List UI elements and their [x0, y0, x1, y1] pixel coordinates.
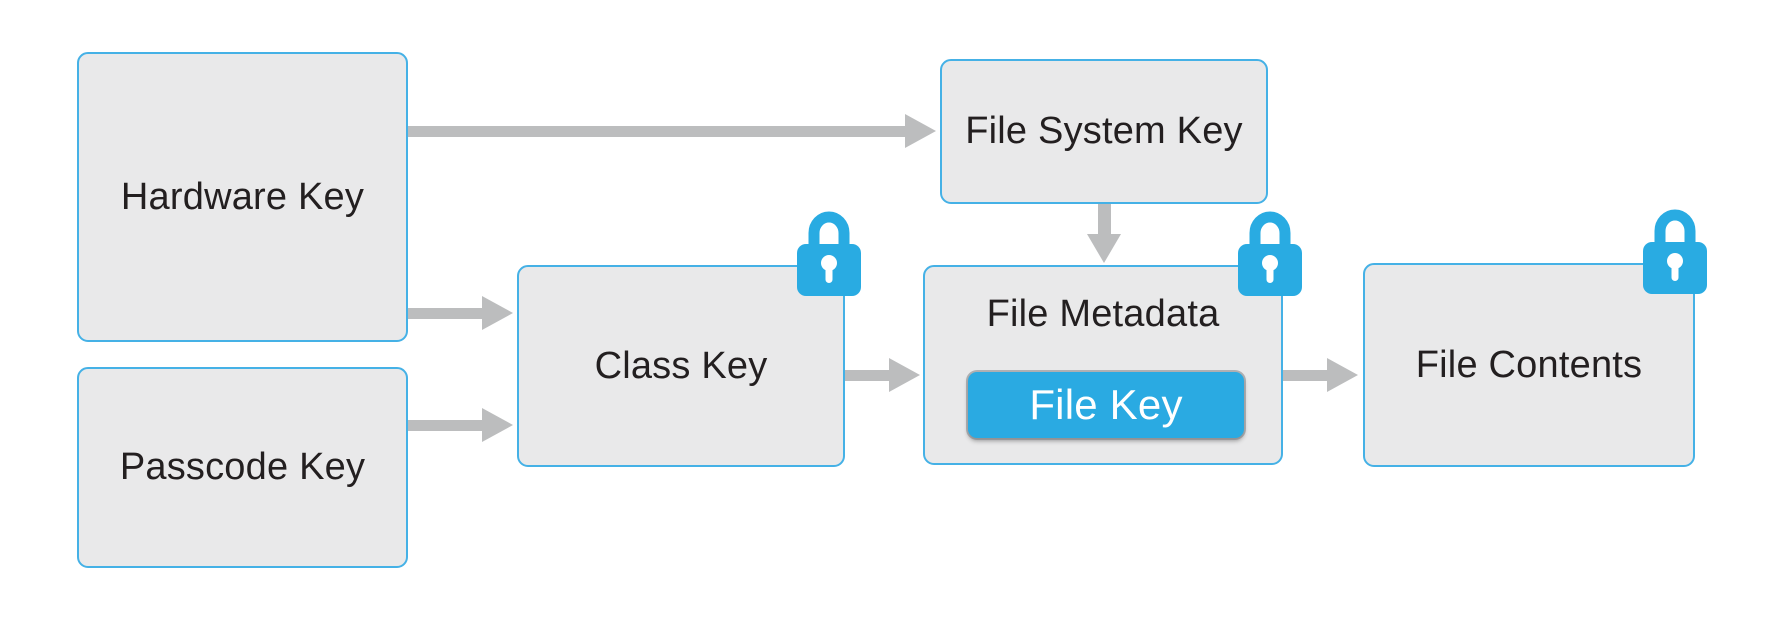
node-file-contents: File Contents	[1363, 263, 1695, 467]
lock-keyhole-stem	[1266, 266, 1274, 283]
lock-keyhole	[821, 255, 837, 271]
node-label: File Metadata	[986, 293, 1220, 335]
node-label: Class Key	[594, 344, 768, 387]
arrow-shaft	[408, 307, 482, 319]
arrow-class-key-to-file-metadata	[845, 358, 920, 392]
arrow-passcode-to-class-key	[408, 408, 513, 442]
arrow-head	[889, 358, 920, 392]
node-label: File Contents	[1415, 343, 1643, 386]
arrow-shaft	[845, 369, 889, 381]
arrow-shaft	[408, 125, 905, 137]
lock-shackle	[1654, 209, 1696, 248]
lock-keyhole-stem	[1671, 264, 1679, 281]
arrow-shaft	[1097, 204, 1111, 234]
arrow-head	[905, 114, 936, 148]
node-file-system-key: File System Key	[940, 59, 1268, 204]
arrow-hardware-to-file-system-key	[408, 114, 936, 148]
arrow-file-metadata-to-file-contents	[1283, 358, 1358, 392]
arrow-head	[1327, 358, 1358, 392]
node-file-metadata: File Metadata File Key	[923, 265, 1283, 465]
node-label: Hardware Key	[120, 175, 365, 218]
file-key-badge: File Key	[968, 372, 1244, 438]
arrow-shaft	[1283, 369, 1327, 381]
lock-icon-file-contents	[1643, 209, 1707, 294]
lock-keyhole-stem	[825, 266, 833, 283]
node-label: Passcode Key	[119, 446, 366, 488]
node-hardware-key: Hardware Key	[77, 52, 408, 342]
arrow-head	[1087, 234, 1121, 263]
node-class-key: Class Key	[517, 265, 845, 467]
lock-icon-file-metadata	[1238, 211, 1302, 296]
lock-keyhole	[1262, 255, 1278, 271]
arrow-head	[482, 408, 513, 442]
arrow-hardware-to-class-key	[408, 296, 513, 330]
node-label: File System Key	[965, 110, 1243, 152]
lock-shackle	[808, 211, 850, 250]
lock-keyhole	[1667, 253, 1683, 269]
lock-shackle	[1249, 211, 1291, 250]
arrow-file-system-key-to-file-metadata	[1087, 204, 1121, 263]
arrow-shaft	[408, 419, 482, 431]
lock-icon-class-key	[797, 211, 861, 296]
arrow-head	[482, 296, 513, 330]
node-passcode-key: Passcode Key	[77, 367, 408, 568]
file-key-label: File Key	[1029, 381, 1183, 428]
